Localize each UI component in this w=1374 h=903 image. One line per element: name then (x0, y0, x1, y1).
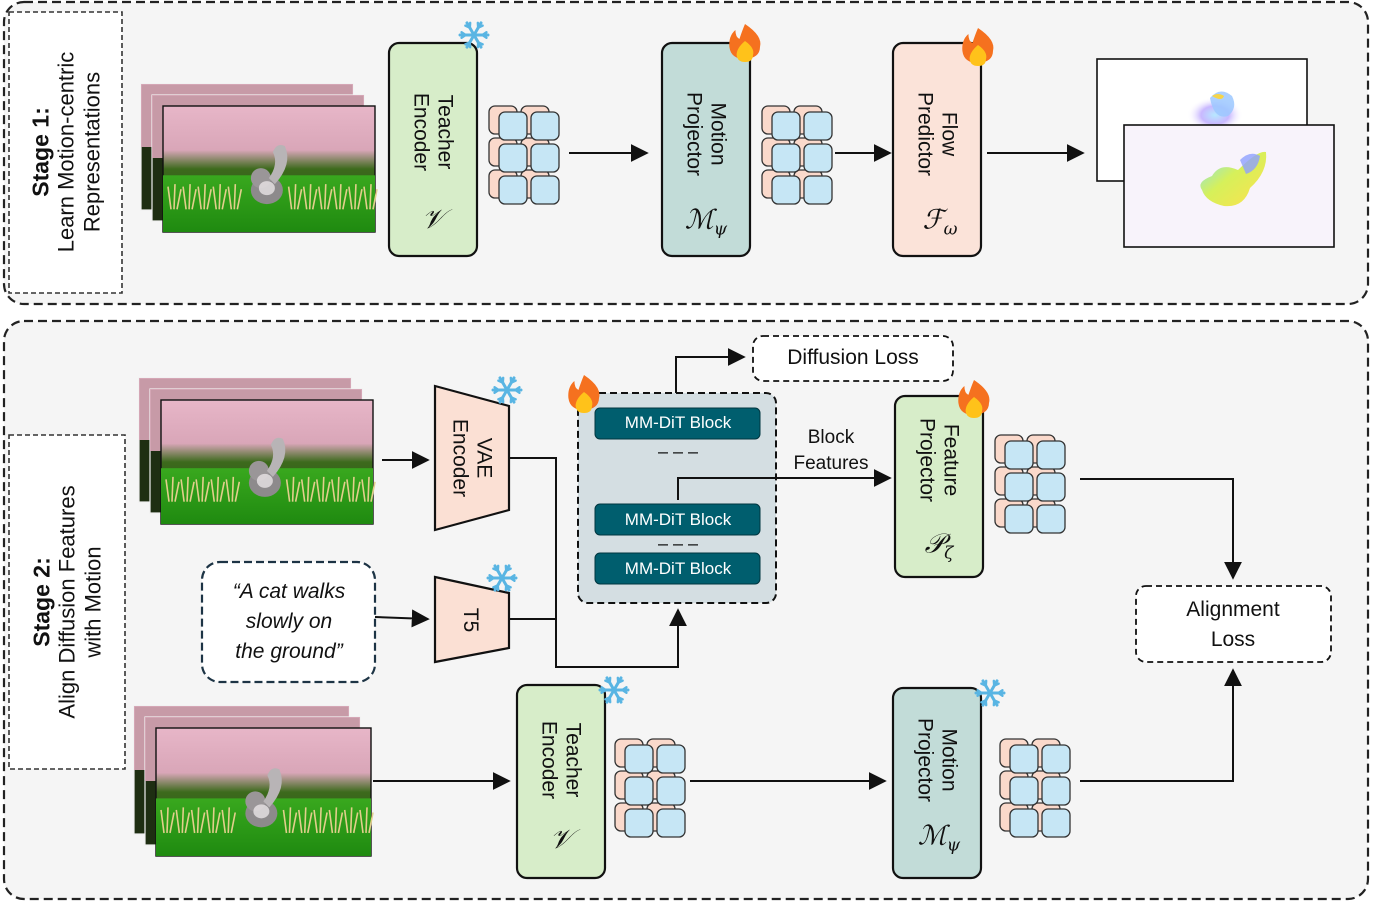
s1-input-video (140, 83, 378, 233)
mm-dit-block-top (594, 407, 761, 440)
flow-predictor-fire-icon (962, 28, 994, 66)
block-features-label: Block Features (793, 427, 869, 474)
mm-dit-block-mid-label: MM-DiT Block (624, 510, 732, 529)
s2-teacher-tokens (614, 738, 686, 838)
mm-dit-dashes-bottom: – – – (657, 533, 699, 554)
mm-dit-dashes-top: – – – (657, 441, 699, 462)
alignment-loss-label: Alignment Loss (1186, 598, 1280, 651)
s1-teacher-encoder-symbol: 𝒱 (421, 204, 445, 235)
s1-motion-projector-symbol: ℳψ (684, 204, 728, 240)
diffusion-loss-box (752, 335, 954, 382)
s2-motion-tokens (999, 738, 1071, 838)
stage1-label-box (8, 11, 123, 294)
alignment-loss-box (1135, 585, 1332, 663)
diffusion-loss-label: Diffusion Loss (787, 346, 919, 369)
s2-input-video-top (138, 377, 376, 525)
s2-teacher-encoder-label: Teacher Encoder (538, 720, 585, 800)
stage1-label: Stage 1: Learn Motion-centric Representa… (27, 52, 104, 253)
stage1-subtitle-line1: Learn Motion-centric (53, 51, 79, 253)
feature-projector-box (893, 394, 985, 579)
s2-teacher-frozen-icon (598, 676, 630, 704)
s2-teacher-encoder-symbol: 𝒱 (549, 824, 573, 855)
s2-motion-projector-symbol: ℳψ (917, 820, 961, 856)
prompt-text: “A cat walks slowly on the ground” (232, 580, 346, 663)
s1-motion-tokens (761, 105, 833, 205)
vae-encoder-label: VAE Encoder (449, 418, 496, 498)
stage1-subtitle-line2: Representations (79, 71, 105, 233)
s1-motion-fire-icon (729, 24, 761, 62)
stage1-title: Stage 1: (27, 107, 54, 197)
s1-flow-predictor-box (891, 41, 983, 258)
stage2-subtitle-line1: Align Diffusion Features (54, 485, 80, 719)
s2-teacher-encoder-box (515, 683, 607, 880)
s1-teacher-encoder-box (387, 41, 479, 258)
mm-dit-block-bottom-label: MM-DiT Block (624, 559, 732, 578)
s1-motion-projector-box (660, 41, 752, 258)
stage2-label-box (8, 434, 126, 770)
flow-predictor-symbol: ℱω (922, 204, 958, 240)
t5-shape (433, 575, 511, 664)
t5-frozen-icon (486, 564, 518, 592)
prompt-box (200, 560, 377, 684)
feature-projector-tokens (994, 434, 1066, 534)
s2-motion-projector-box (891, 686, 983, 880)
s1-teacher-frozen-icon (458, 21, 490, 49)
s2-input-video-bottom (133, 705, 374, 857)
feature-projector-fire-icon (958, 380, 990, 418)
s2-motion-frozen-icon (974, 679, 1006, 707)
s2-motion-projector-label: Motion Projector (914, 717, 961, 803)
stage2-subtitle-line2: with Motion (80, 546, 106, 658)
feature-projector-label: Feature Projector (916, 417, 963, 503)
mm-dit-block-mid (594, 503, 761, 536)
stage2-label: Stage 2: Align Diffusion Features with M… (28, 485, 105, 718)
mm-dit-fire-icon (568, 375, 600, 413)
flow-predictor-label: Flow Predictor (914, 91, 961, 177)
flow-output-front (1123, 124, 1335, 248)
s1-teacher-encoder-label: Teacher Encoder (410, 92, 457, 172)
s1-motion-projector-label: Motion Projector (683, 91, 730, 177)
mm-dit-block-bottom (594, 552, 761, 585)
vae-encoder-shape (433, 384, 511, 532)
stage2-title: Stage 2: (28, 557, 55, 647)
vae-frozen-icon (491, 376, 523, 404)
feature-projector-symbol: 𝒫ζ (924, 528, 954, 564)
s1-teacher-tokens (488, 105, 560, 205)
mm-dit-block-top-label: MM-DiT Block (624, 413, 732, 432)
t5-label: T5 (458, 607, 482, 633)
